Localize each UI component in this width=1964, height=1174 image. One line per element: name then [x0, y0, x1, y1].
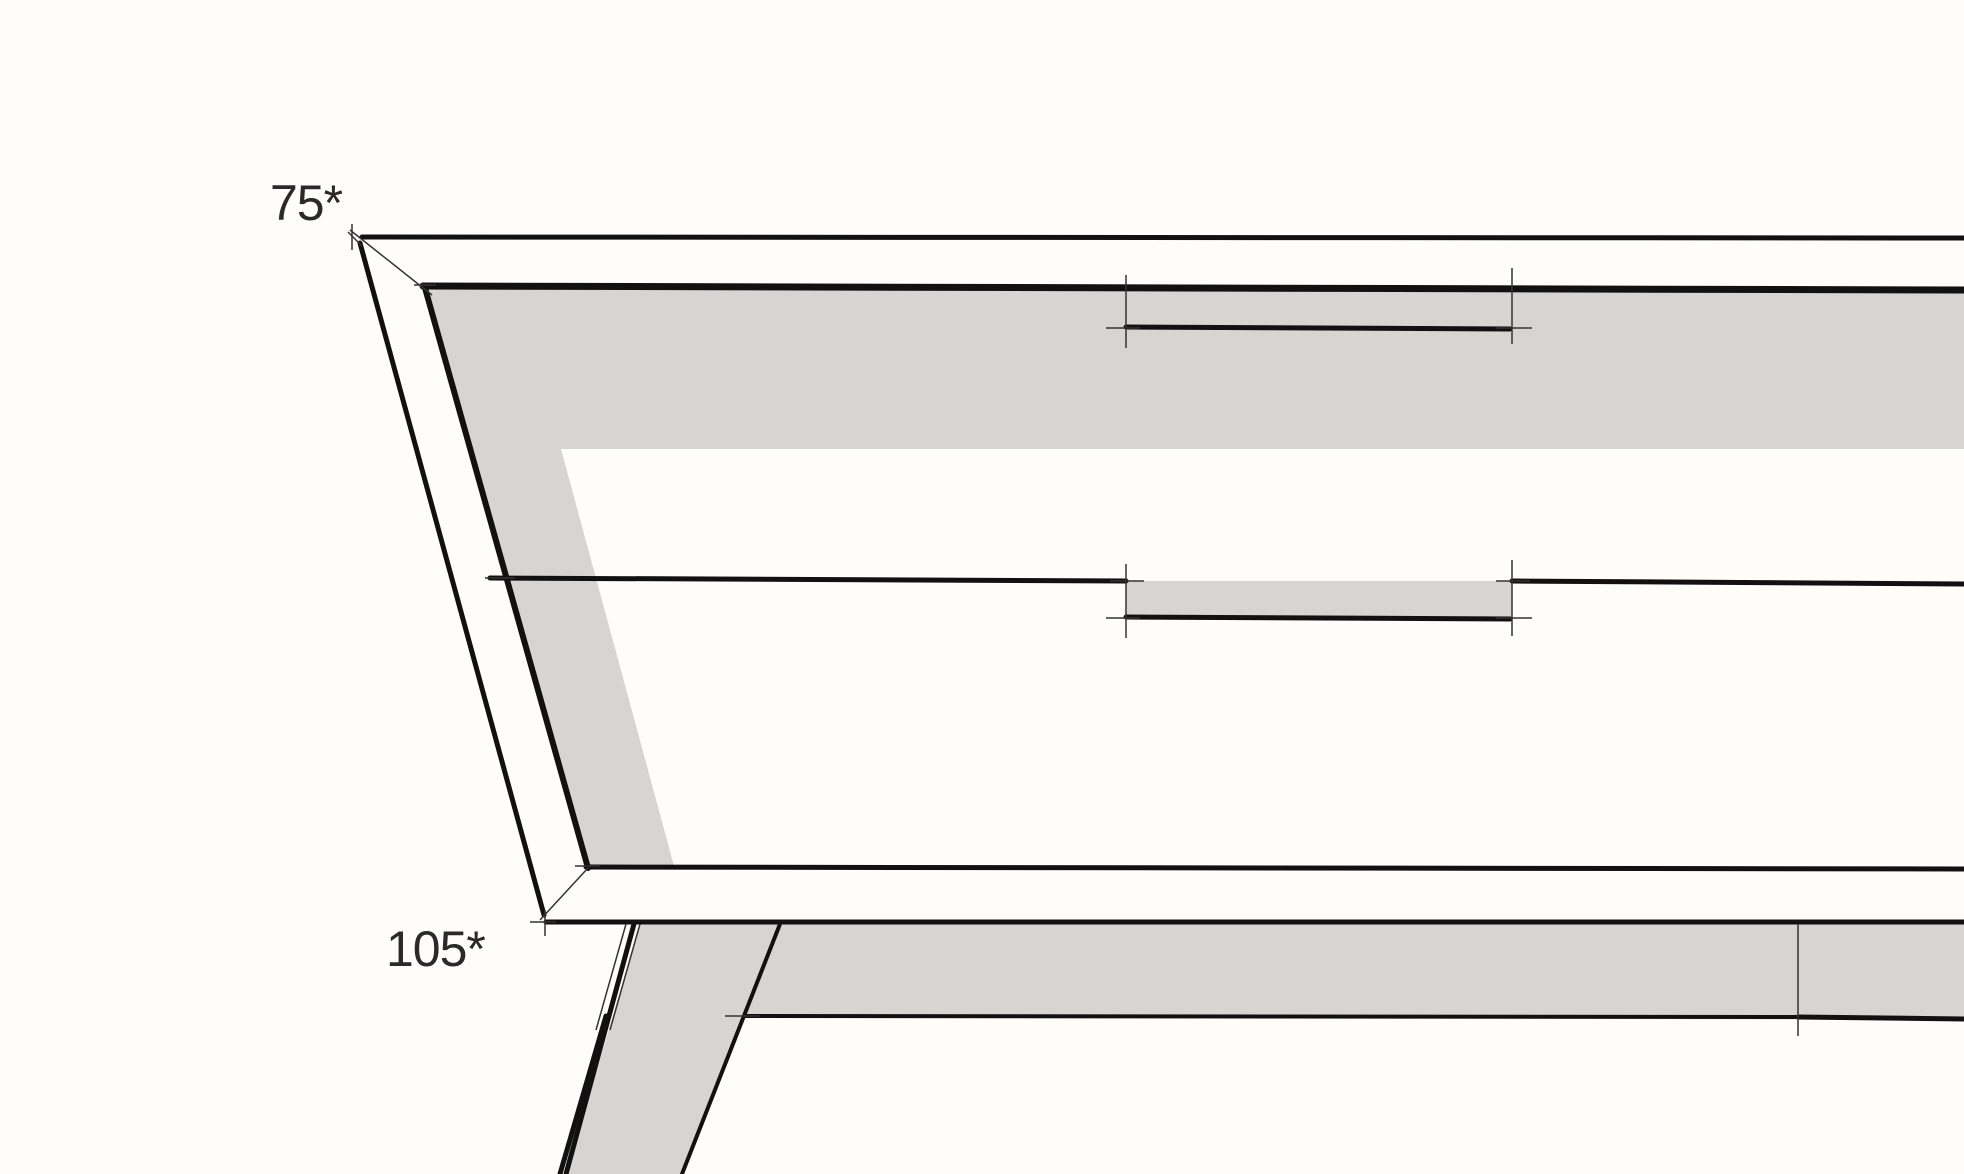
bottom-angle-label: 105*	[386, 921, 486, 977]
bottom-handle-recess	[1126, 581, 1512, 619]
construction-lines	[347, 224, 1799, 1036]
top-handle-recess	[1126, 289, 1512, 329]
inner-face-shading	[426, 287, 1964, 866]
apron-shading	[745, 924, 1964, 1020]
shaded-regions	[426, 287, 1964, 1174]
leg-shading	[566, 924, 780, 1174]
top-angle-label: 75*	[270, 175, 343, 231]
